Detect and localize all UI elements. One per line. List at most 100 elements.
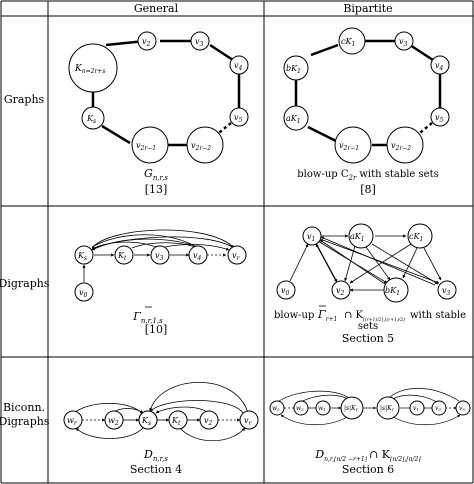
node-dg-v4-label: v4: [193, 251, 202, 262]
node-dg-vr-label: vr: [232, 251, 241, 262]
node-v3: [190, 31, 210, 51]
node-bip-v3: [394, 31, 414, 51]
node-bb-w1-label: w1: [318, 405, 326, 412]
node-db-v2-label: v2: [336, 286, 345, 297]
node-bb-w3: [293, 400, 309, 416]
node-v2r-1-label: v2r−1: [136, 141, 156, 152]
node-bip-v2r-2: [386, 126, 424, 164]
caption-gamma-main: Γn,r,1,s: [132, 310, 163, 325]
node-dg-ks-label: Ks: [77, 251, 87, 262]
node-ak1-label: aK1: [286, 114, 301, 125]
graph-bipartite: [294, 39, 442, 147]
node-db-ck1: [407, 223, 433, 249]
node-v2: [137, 31, 157, 51]
node-bk1: [283, 55, 309, 81]
caption-gamma-nrs: Γn,r,1,s: [132, 306, 163, 325]
node-dg-ks: [74, 245, 94, 265]
caption-blowup-word: blow-up: [274, 310, 314, 321]
node-bg-w2-label: w2: [108, 416, 119, 427]
node-db-v2: [331, 280, 351, 300]
node-bb-v5-label: v5: [459, 405, 465, 412]
digraph-general-edges: [82, 229, 235, 282]
node-ck1-label: cK1: [341, 37, 355, 48]
row-label-digraphs: Digraphs: [0, 277, 50, 290]
caption-section-6: Section 6: [342, 463, 394, 476]
node-bb-w5: [269, 400, 285, 416]
node-v5: [229, 107, 249, 127]
ref-10: [10]: [145, 323, 168, 336]
node-bb-w3-label: w3: [296, 405, 304, 412]
node-bb-tk1: [376, 396, 400, 420]
biconn-general-edges: [73, 382, 249, 441]
node-bg-w2: [104, 410, 124, 430]
node-bb-sk1-label: |s|K1: [344, 405, 358, 412]
node-k-big-label: Kn=2r+s: [74, 64, 105, 75]
node-k-big: [68, 43, 118, 93]
node-bb-v1-label: v1: [413, 405, 419, 412]
node-bip-v2r-1-label: v2r−1: [339, 141, 359, 152]
row-label-graphs: Graphs: [4, 93, 45, 106]
node-db-ak1: [348, 223, 374, 249]
caption-g-nrs: Gn,r,s: [144, 167, 168, 182]
node-bg-vr-label: vr: [244, 416, 253, 427]
graph-general: [91, 39, 241, 147]
digraph-general-nodes: [74, 245, 247, 302]
node-dg-kt-label: Kt: [117, 251, 127, 262]
node-dg-v4: [188, 245, 208, 265]
node-bb-v3-label: v3: [435, 405, 441, 412]
node-db-v0-label: v0: [281, 286, 290, 297]
node-dg-v0-label: v0: [79, 288, 88, 299]
node-dg-v0: [74, 282, 94, 302]
caption-cap-k: ∩ K⌈(r+1)/2⌉,⌊(r+1)/2⌋: [344, 310, 405, 323]
node-bb-v1: [409, 400, 425, 416]
node-bip-v5-label: v5: [435, 113, 444, 124]
node-ck1: [338, 27, 366, 55]
node-v2r-1: [131, 126, 169, 164]
node-bg-wr: [63, 410, 83, 430]
node-bg-wr-label: wr: [67, 416, 78, 427]
header-bipartite: Bipartite: [343, 2, 392, 15]
node-bip-v4-label: v4: [435, 61, 444, 72]
node-dg-kt: [114, 245, 134, 265]
node-bb-tk1-label: |s|K1: [380, 405, 394, 412]
ref-8: [8]: [360, 183, 376, 196]
node-bg-vr: [239, 410, 259, 430]
node-bg-kt: [168, 410, 188, 430]
node-bip-v5: [430, 107, 450, 127]
digraph-bipartite-edges: [289, 234, 442, 292]
ref-13: [13]: [145, 183, 168, 196]
biconn-bipartite-nodes: [269, 396, 471, 420]
node-db-v3-label: v3: [442, 286, 451, 297]
caption-gamma-r1: Γr+1: [317, 308, 337, 323]
node-bg-ks-label: Ks: [141, 416, 151, 427]
node-db-v3: [437, 280, 457, 300]
node-v4: [229, 55, 249, 75]
node-bb-w5-label: w5: [272, 405, 280, 412]
caption-d-nrs: Dn,r,s: [143, 448, 168, 463]
caption-section-5: Section 5: [342, 332, 394, 345]
node-ks: [81, 106, 105, 130]
node-db-ak1-label: aK1: [350, 232, 365, 243]
caption-blowup-gamma: blow-up Γr+1 ∩ K⌈(r+1)/2⌉,⌊(r+1)/2⌋ with…: [274, 305, 466, 345]
header-general: General: [134, 2, 179, 15]
caption-section-4: Section 4: [130, 463, 182, 476]
node-db-bk1: [383, 277, 409, 303]
node-bg-ks: [138, 410, 158, 430]
node-bb-sk1: [340, 396, 364, 420]
caption-sets: sets: [358, 321, 378, 332]
node-bg-kt-label: Kt: [171, 416, 181, 427]
node-bk1-label: bK1: [286, 64, 301, 75]
node-v4-label: v4: [234, 61, 243, 72]
caption-with-stable: with stable: [410, 310, 466, 321]
node-db-bk1-label: bK1: [385, 286, 400, 297]
node-bg-v2: [199, 410, 219, 430]
biconn-general-nodes: [63, 410, 259, 430]
node-db-v1-label: v1: [307, 232, 315, 243]
node-db-v0: [276, 280, 296, 300]
graph-bipartite-nodes: [283, 27, 450, 164]
node-v3-label: v3: [195, 37, 204, 48]
caption-d-bipartite: Dn,r,⌊n/2 −r+1⌋∩ K⌊n/2⌋,⌈n/2⌉: [314, 448, 421, 463]
